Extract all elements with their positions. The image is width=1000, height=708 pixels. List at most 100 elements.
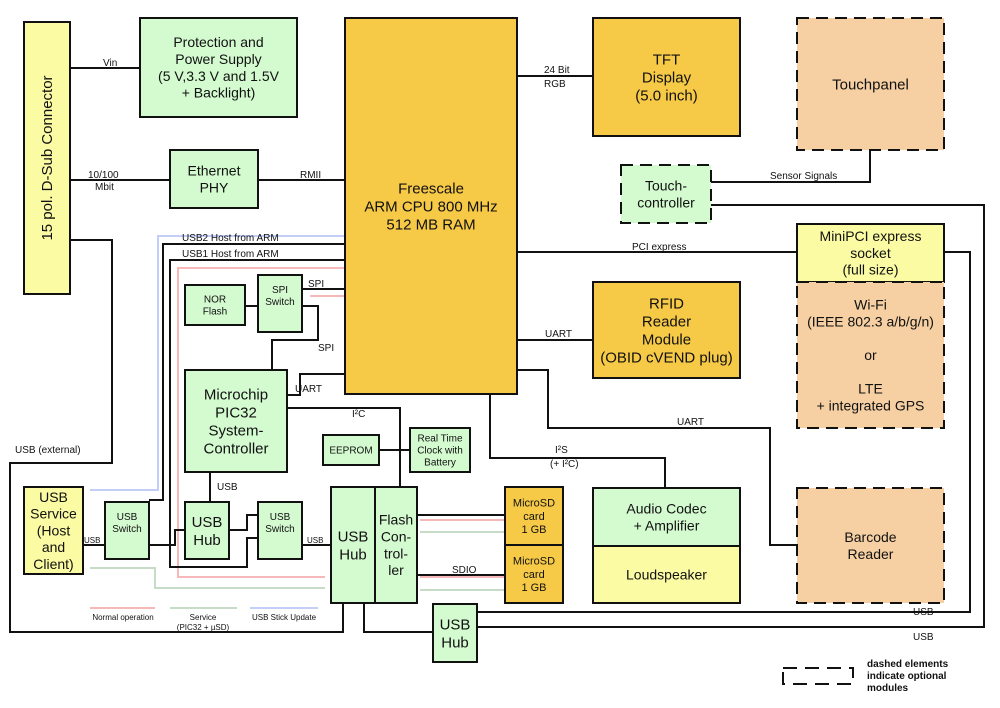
minipci-label: MiniPCI express [820, 228, 922, 244]
rfid-label: (OBID cVEND plug) [600, 349, 733, 366]
dsub-block: 15 pol. D-Sub Connector [23, 21, 71, 295]
power-box [139, 17, 298, 118]
usbhub2-label: USB [338, 528, 369, 545]
power-label: (5 V,3.3 V and 1.5V [158, 68, 280, 84]
sd1-label: MicroSD [513, 498, 555, 510]
minipci-box [796, 223, 945, 283]
usbswitch1-box [104, 501, 150, 560]
connection-label: RGB [544, 79, 566, 90]
eeprom-block: EEPROM [322, 434, 380, 466]
rtc-label: Real Time [417, 434, 462, 445]
minipci-label: socket [850, 245, 891, 261]
wifi-label: LTE [858, 381, 883, 397]
rfid-label: RFID [649, 295, 684, 312]
usbswitch1-label: USB [117, 512, 138, 523]
usbservice-label: (Host [37, 522, 71, 538]
pic32-label: Microchip [204, 386, 268, 403]
usbswitch2-label: USB [270, 512, 291, 523]
connection-label: I²S [555, 445, 568, 456]
sd1-label: 1 GB [521, 524, 546, 536]
spiswitch-box [257, 274, 303, 333]
tft-label: Display [642, 69, 692, 86]
usbhub3-label: Hub [441, 634, 469, 651]
cpu-label: Freescale [398, 180, 464, 197]
usbhub1-label: USB [192, 514, 223, 531]
nor-label: NOR [204, 295, 226, 306]
usbservice-label: Client) [33, 556, 73, 572]
usbhub1-box [184, 501, 230, 560]
touchpanel-box [796, 17, 945, 151]
rtc-label: Clock with [417, 446, 463, 457]
usbservice-label: USB [39, 489, 68, 505]
loudspeaker-block: Loudspeaker [592, 545, 741, 604]
sd2-label: MicroSD [513, 556, 555, 568]
nor-label: Flash [203, 307, 227, 318]
audio-block: Audio Codec+ Amplifier [592, 487, 741, 547]
nor-box [184, 284, 246, 326]
connection-label: Service [190, 613, 217, 622]
connection-label: RMII [300, 170, 321, 181]
loudspeaker-label: Loudspeaker [626, 566, 707, 582]
cpu-label: ARM CPU 800 MHz [364, 198, 497, 215]
usbhub2-label: Hub [339, 546, 367, 563]
cpu-box [344, 17, 518, 395]
spiswitch-label: Switch [265, 297, 294, 308]
power-label: Protection and [173, 34, 263, 50]
rfid-label: Reader [642, 313, 691, 330]
audio-box [592, 487, 741, 547]
pic32-label: Controller [203, 440, 268, 457]
connection-label: USB [913, 607, 934, 618]
dsub-label: 15 pol. D-Sub Connector [39, 75, 56, 240]
connection-label: SPI [308, 279, 324, 290]
rtc-label: Battery [424, 458, 456, 469]
rfid-label: Module [642, 331, 691, 348]
connection-label: USB [84, 536, 100, 545]
usbservice-box [23, 486, 84, 575]
connection-label: dashed elements [867, 659, 949, 670]
connection-label: 10/100 [88, 170, 119, 181]
rtc-box [409, 427, 471, 473]
flashctrl-label: ler [388, 562, 404, 578]
touchctrl-box [620, 164, 712, 224]
rfid-box [592, 281, 741, 379]
audio-label: + Amplifier [634, 517, 700, 533]
touchctrl-label: Touch- [645, 178, 687, 194]
power-label: Power Supply [175, 51, 261, 67]
barcode-label: Reader [848, 546, 894, 562]
connection-label: UART [295, 384, 322, 395]
tft-label: TFT [653, 51, 681, 68]
flashctrl-box [374, 486, 418, 604]
wifi-label: or [864, 347, 877, 363]
usbswitch2-label: Switch [265, 524, 294, 535]
wifi-box [796, 281, 945, 429]
ethernet-label: PHY [200, 179, 229, 195]
connection-label: Normal operation [92, 613, 153, 622]
connection-label: 24 Bit [544, 65, 570, 76]
sd1-label: card [523, 511, 544, 523]
connection-label: USB [217, 482, 238, 493]
connection-label: UART [677, 417, 704, 428]
sd1-box [504, 486, 564, 546]
connection-label: modules [867, 683, 909, 694]
ethernet-label: Ethernet [188, 163, 241, 179]
pic32-box [184, 369, 288, 473]
ethernet-box [169, 149, 259, 209]
pic32-label: System- [208, 422, 263, 439]
flashctrl-label: trol- [384, 545, 408, 561]
connection-label: SDIO [452, 565, 477, 576]
touchctrl-block: Touch-controller [620, 164, 712, 224]
connection-label: (+ I²C) [550, 459, 579, 470]
minipci-label: (full size) [842, 262, 898, 278]
dsub-box [23, 21, 71, 295]
power-label: + Backlight) [182, 85, 256, 101]
wifi-label: Wi-Fi [854, 297, 887, 313]
